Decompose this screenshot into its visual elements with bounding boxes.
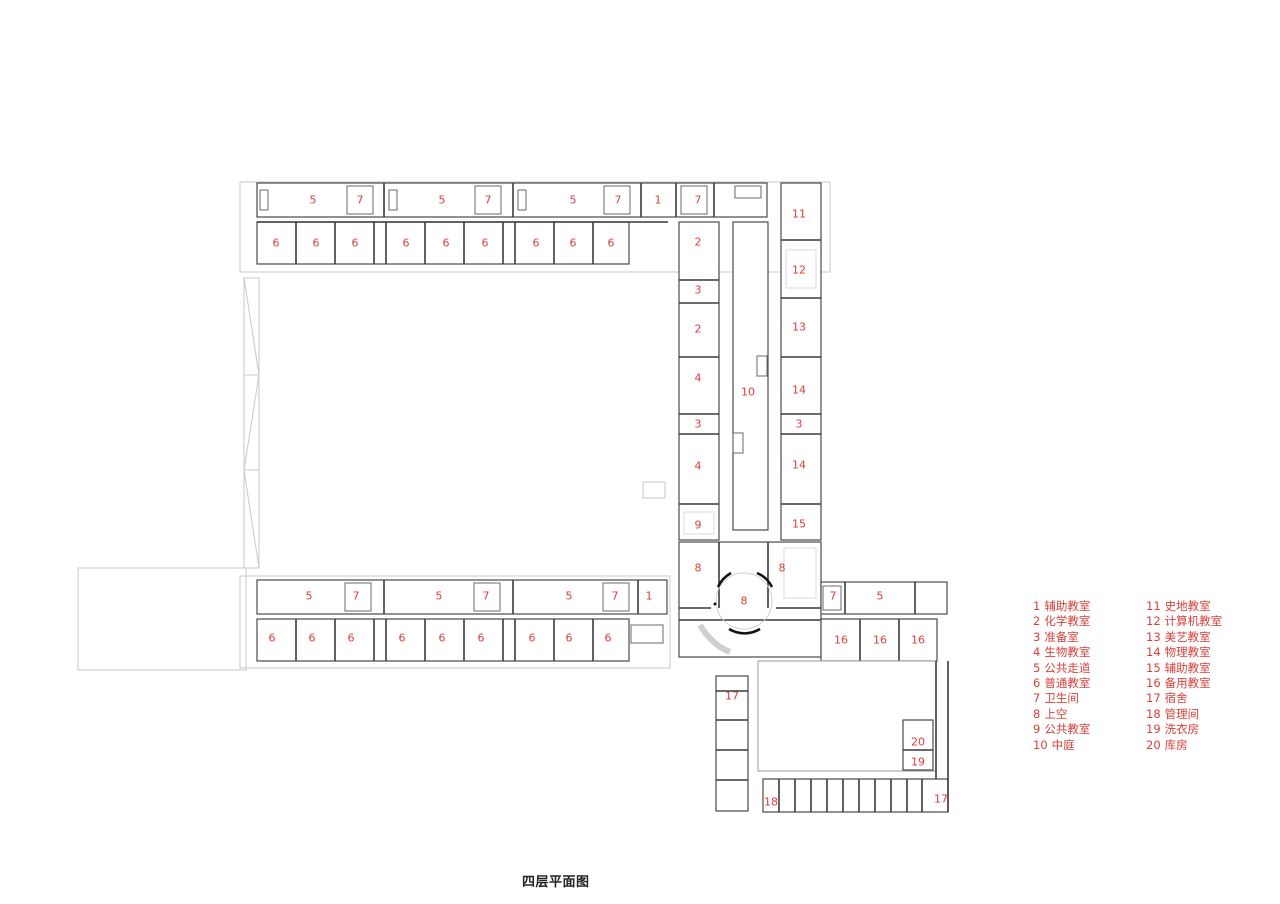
room-label: 5 [436, 590, 443, 603]
room-label: 19 [911, 756, 925, 769]
room-label: 7 [612, 590, 619, 603]
room-label: 6 [269, 632, 276, 645]
central-spine: 2 3 2 4 3 4 9 10 11 12 13 14 3 14 15 [678, 182, 822, 541]
room-label: 6 [608, 237, 615, 250]
east-wing: 7 5 16 16 16 [820, 581, 948, 662]
room-label: 6 [605, 632, 612, 645]
room-label: 2 [695, 236, 702, 249]
room-label: 6 [399, 632, 406, 645]
room-label: 4 [695, 460, 702, 473]
room-label: 7 [353, 590, 360, 603]
room-label: 6 [482, 237, 489, 250]
room-label: 6 [533, 237, 540, 250]
room-label: 6 [352, 237, 359, 250]
room-label: 17 [934, 793, 948, 806]
room-label: 4 [695, 372, 702, 385]
room-label: 7 [615, 194, 622, 207]
room-label: 11 [792, 208, 806, 221]
room-label: 5 [570, 194, 577, 207]
room-label: 7 [695, 194, 702, 207]
room-label: 13 [792, 321, 806, 334]
room-label: 6 [403, 237, 410, 250]
room-label: 16 [911, 634, 925, 647]
room-label: 5 [439, 194, 446, 207]
room-label: 6 [443, 237, 450, 250]
room-label: 7 [483, 590, 490, 603]
room-label: 9 [695, 519, 702, 532]
room-label: 6 [570, 237, 577, 250]
room-label: 6 [478, 632, 485, 645]
room-label: 3 [796, 418, 803, 431]
south-wing: 5 7 5 7 5 7 1 6 6 6 6 6 6 6 6 6 [256, 579, 668, 662]
room-label: 7 [357, 194, 364, 207]
room-label: 16 [873, 634, 887, 647]
room-label: 6 [566, 632, 573, 645]
room-label: 7 [485, 194, 492, 207]
room-label: 6 [529, 632, 536, 645]
room-label: 10 [741, 386, 755, 399]
room-label: 3 [695, 418, 702, 431]
room-label: 1 [655, 194, 662, 207]
room-label: 6 [309, 632, 316, 645]
drawing-title: 四层平面图 [522, 875, 590, 890]
room-label: 6 [273, 237, 280, 250]
room-label: 8 [741, 595, 748, 608]
room-label: 8 [695, 562, 702, 575]
room-label: 14 [792, 384, 806, 397]
central-hub: 8 8 8 [678, 541, 822, 658]
site-outline [77, 181, 831, 671]
room-label: 5 [877, 590, 884, 603]
room-label: 15 [792, 518, 806, 531]
room-label: 7 [830, 590, 837, 603]
room-label: 6 [313, 237, 320, 250]
room-label: 12 [792, 264, 806, 277]
north-wing: 5 7 5 7 5 7 1 7 6 6 6 6 6 6 6 6 6 [256, 182, 768, 265]
room-label: 5 [566, 590, 573, 603]
dorm-block: 17 20 19 18 17 [715, 660, 949, 813]
room-label: 2 [695, 323, 702, 336]
room-label: 1 [646, 590, 653, 603]
room-label: 6 [439, 632, 446, 645]
room-label: 18 [764, 796, 778, 809]
room-label: 16 [834, 634, 848, 647]
room-label: 5 [306, 590, 313, 603]
room-label: 3 [695, 284, 702, 297]
room-label: 6 [348, 632, 355, 645]
room-label: 17 [725, 690, 739, 703]
room-label: 20 [911, 736, 925, 749]
room-label: 8 [779, 562, 786, 575]
room-label: 14 [792, 459, 806, 472]
room-label: 5 [310, 194, 317, 207]
